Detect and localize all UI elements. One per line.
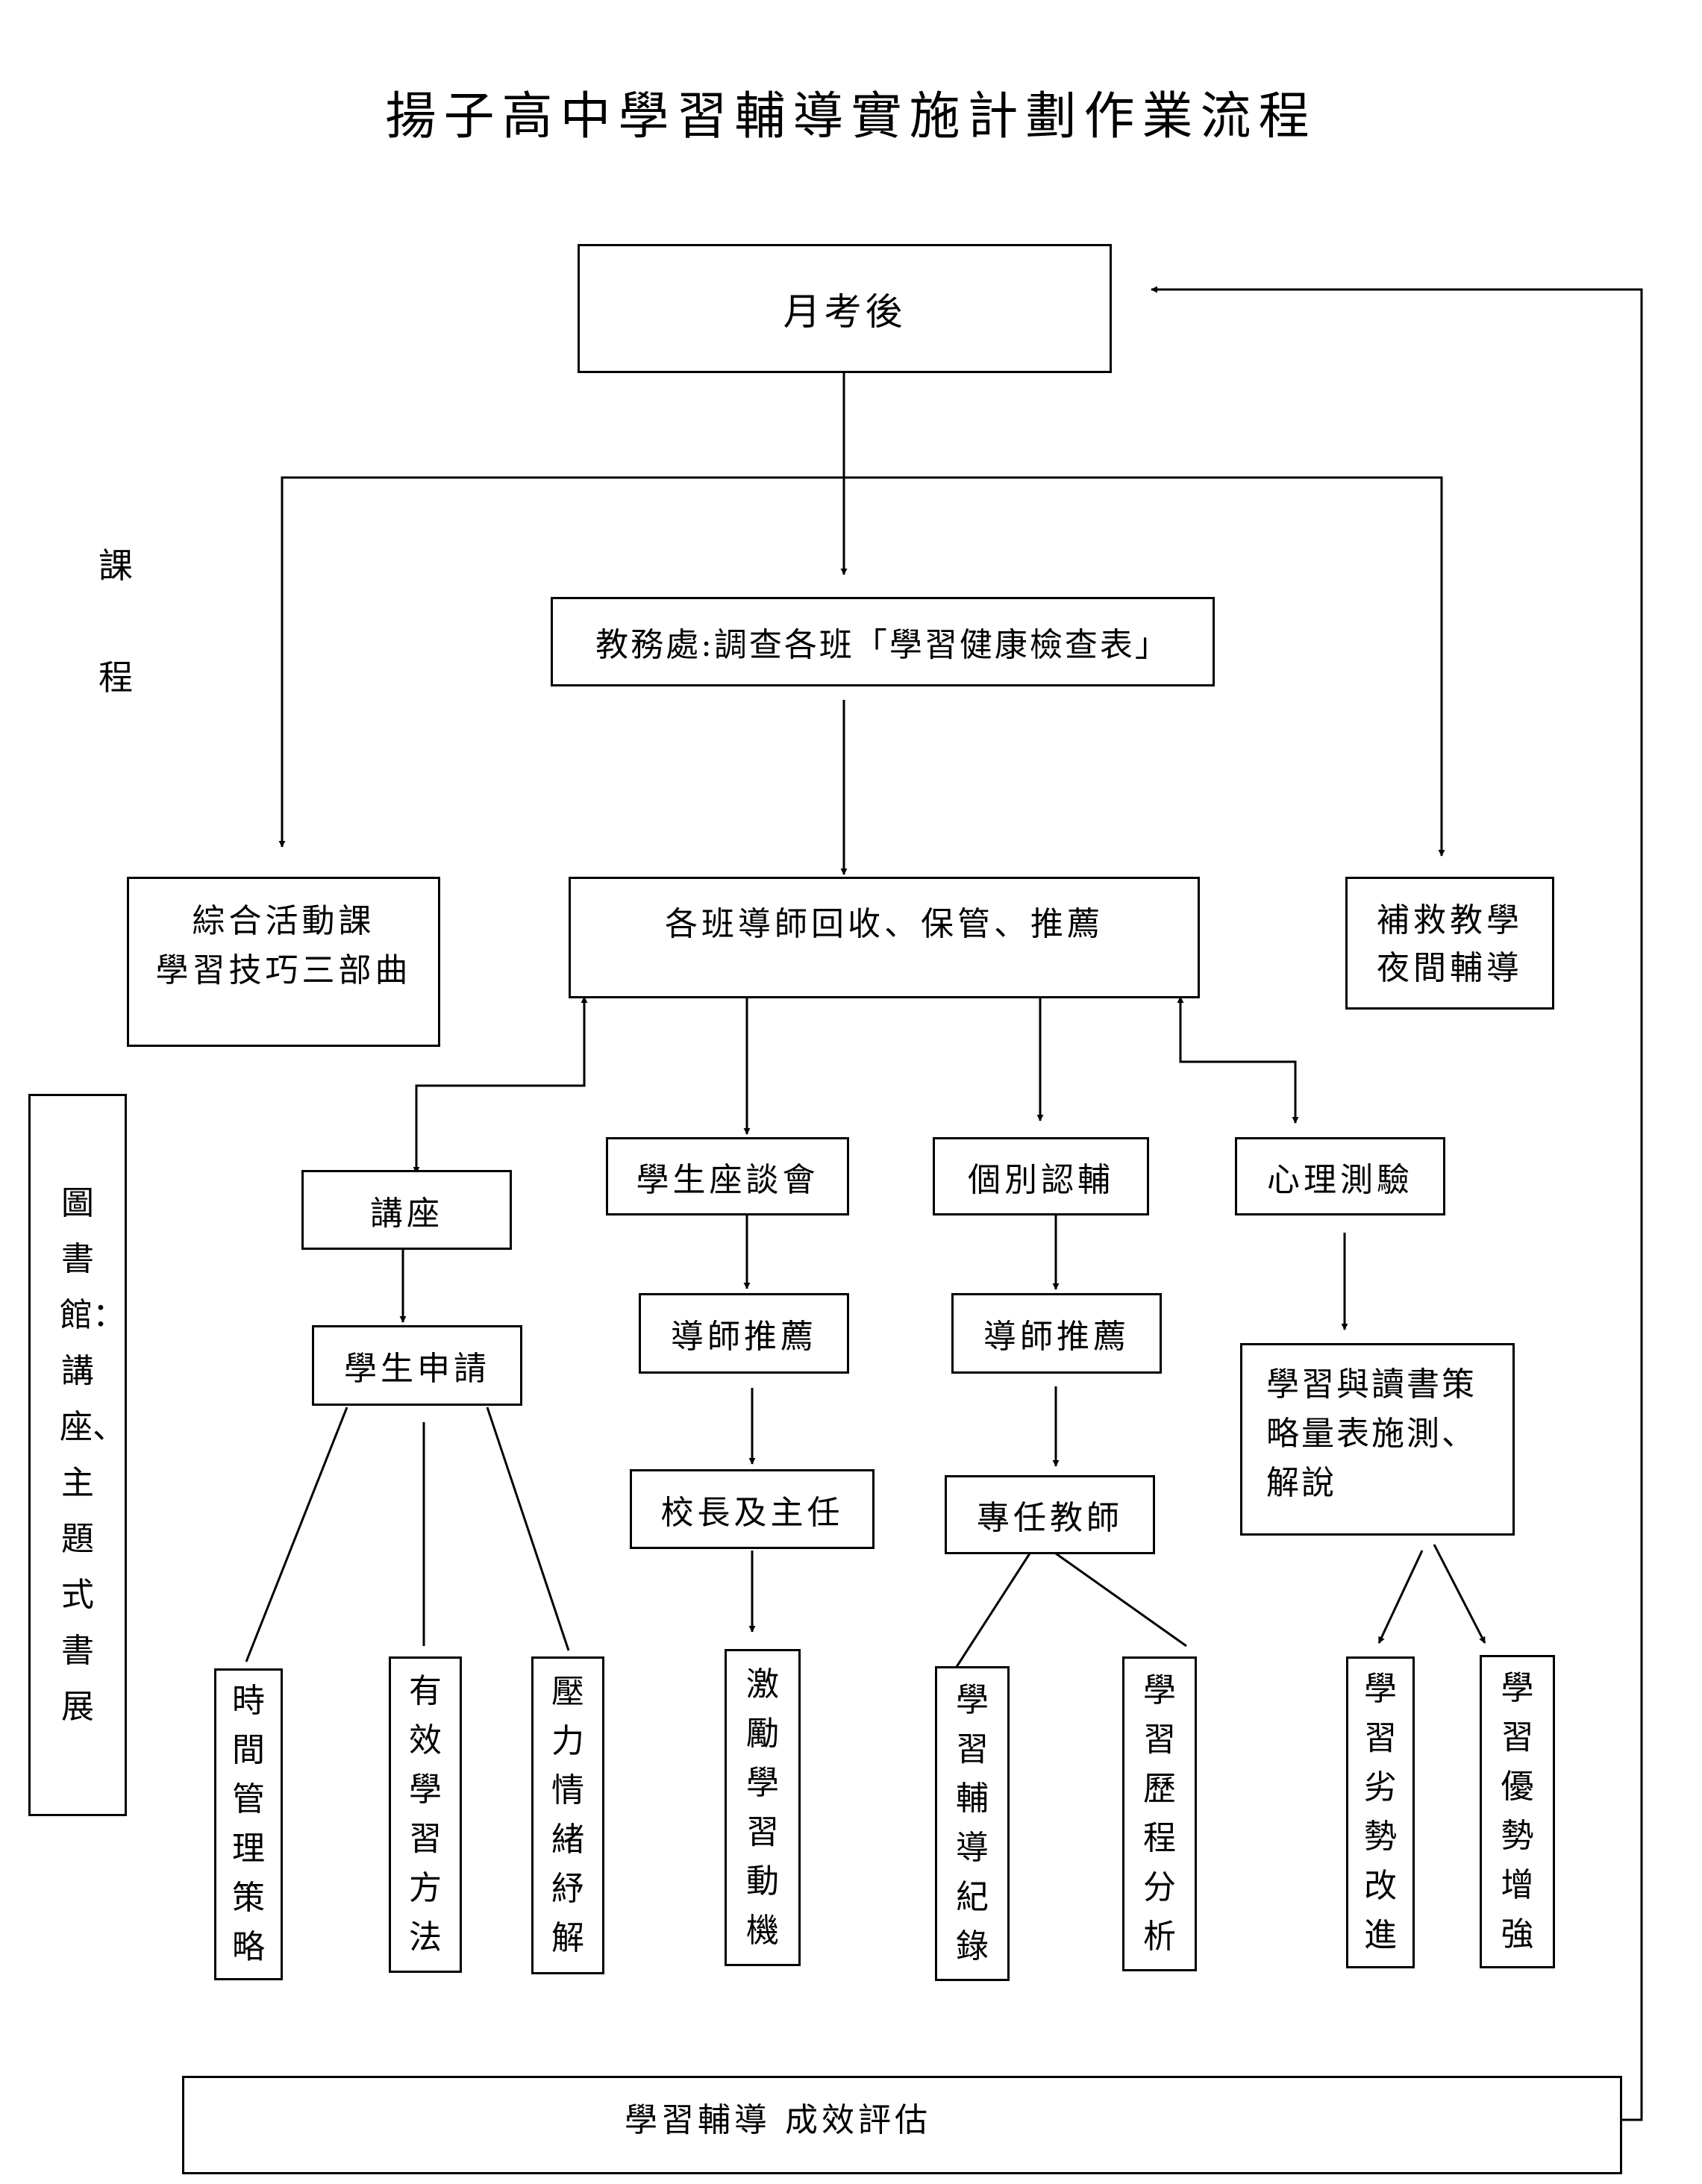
individual-box: 個別認輔 — [933, 1137, 1149, 1215]
counseling-record-box: 學習輔導紀錄 — [935, 1666, 1010, 1981]
motivation-label: 激勵學習動機 — [746, 1665, 779, 1950]
teacher-recommend-box-1: 導師推薦 — [639, 1293, 849, 1374]
psych-test-box: 心理測驗 — [1235, 1137, 1445, 1215]
learning-history-box: 學習歷程分析 — [1122, 1656, 1197, 1971]
teacher-recommend-box-2: 導師推薦 — [951, 1293, 1162, 1374]
effective-learning-label: 有效學習方法 — [409, 1672, 442, 1956]
improve-weakness-label: 學習劣勢改進 — [1364, 1670, 1397, 1954]
stress-relief-label: 壓力情緒紓解 — [551, 1673, 584, 1957]
line-apply-to-stress — [486, 1407, 570, 1651]
line-fulltime-to-record — [954, 1553, 1031, 1670]
feedback-loop-arrow — [1151, 286, 1643, 2121]
remedial-box: 補救教學 夜間輔導 — [1345, 877, 1554, 1010]
lecture-box: 講座 — [301, 1170, 512, 1250]
time-management-box: 時間管理策略 — [214, 1668, 283, 1980]
strategy-line3: 解說 — [1266, 1464, 1336, 1502]
learning-history-label: 學習歷程分析 — [1143, 1671, 1176, 1956]
remedial-line1: 補救教學 — [1377, 901, 1523, 939]
student-apply-label: 學生申請 — [344, 1350, 490, 1388]
homeroom-label: 各班導師回收、保管、推薦 — [665, 905, 1104, 943]
comprehensive-line1: 綜合活動課 — [192, 902, 375, 940]
arrow-psych-homeroom — [1177, 996, 1299, 1124]
counseling-record-label: 學習輔導紀錄 — [956, 1681, 989, 1965]
psych-test-label: 心理測驗 — [1267, 1160, 1413, 1199]
principal-label: 校長及主任 — [660, 1493, 844, 1532]
comprehensive-line2: 學習技巧三部曲 — [155, 951, 412, 989]
line-fulltime-to-history — [1055, 1552, 1187, 1648]
academic-office-label: 教務處:調查各班「學習健康檢查表」 — [595, 626, 1170, 664]
arrow-lecture-homeroom — [413, 996, 588, 1174]
student-forum-box: 學生座談會 — [606, 1137, 849, 1215]
arrow-strategy-to-weakness — [1377, 1550, 1424, 1644]
improve-weakness-box: 學習劣勢改進 — [1346, 1656, 1415, 1968]
side-label-course-bottom: 程 — [98, 657, 133, 698]
strategy-box: 學習與讀書策 略量表施測、 解說 — [1240, 1343, 1515, 1536]
remedial-line2: 夜間輔導 — [1377, 949, 1523, 987]
evaluation-box: 學習輔導 成效評估 — [182, 2076, 1622, 2174]
after-exam-box: 月考後 — [578, 244, 1112, 373]
teacher-recommend-label-1: 導師推薦 — [671, 1318, 817, 1356]
comprehensive-box: 綜合活動課 學習技巧三部曲 — [127, 877, 440, 1047]
after-exam-label: 月考後 — [783, 290, 907, 334]
branch-to-comprehensive — [278, 476, 844, 848]
side-label-course-top: 課 — [98, 545, 133, 586]
lecture-label: 講座 — [370, 1194, 443, 1233]
student-forum-label: 學生座談會 — [636, 1160, 819, 1199]
enhance-strength-box: 學習優勢增強 — [1480, 1655, 1555, 1968]
motivation-box: 激勵學習動機 — [725, 1649, 801, 1966]
academic-office-box: 教務處:調查各班「學習健康檢查表」 — [551, 597, 1215, 686]
time-management-label: 時間管理策略 — [232, 1682, 265, 1966]
fulltime-teacher-label: 專任教師 — [977, 1499, 1123, 1537]
page-title: 揚子高中學習輔導實施計劃作業流程 — [385, 87, 1317, 146]
strategy-line1: 學習與讀書策 — [1266, 1365, 1477, 1404]
evaluation-label: 學習輔導 成效評估 — [625, 2101, 931, 2139]
library-text: 圖書館：講座、主題式書展 — [60, 1184, 125, 1726]
library-box: 圖書館：講座、主題式書展 — [28, 1094, 127, 1816]
teacher-recommend-label-2: 導師推薦 — [983, 1318, 1130, 1356]
homeroom-box: 各班導師回收、保管、推薦 — [569, 877, 1200, 998]
individual-label: 個別認輔 — [968, 1160, 1114, 1199]
effective-learning-box: 有效學習方法 — [389, 1656, 462, 1973]
fulltime-teacher-box: 專任教師 — [945, 1475, 1155, 1554]
line-apply-to-time — [245, 1407, 348, 1662]
principal-box: 校長及主任 — [630, 1469, 875, 1549]
student-apply-box: 學生申請 — [312, 1325, 522, 1406]
stress-relief-box: 壓力情緒紓解 — [531, 1656, 604, 1974]
strategy-line2: 略量表施測、 — [1266, 1415, 1477, 1453]
arrow-strategy-to-strength — [1433, 1544, 1486, 1644]
enhance-strength-label: 學習優勢增強 — [1501, 1669, 1534, 1953]
branch-to-remedial — [844, 476, 1445, 857]
